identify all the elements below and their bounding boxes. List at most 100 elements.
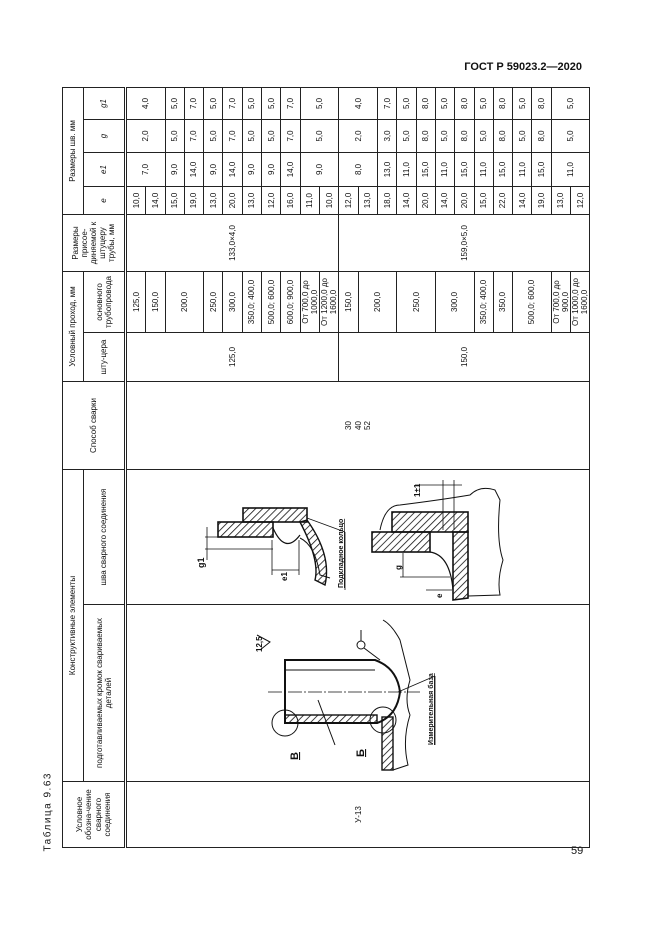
e-cell: 14,0 <box>512 186 532 215</box>
branch-cell: 150,0 <box>338 332 590 382</box>
main-pipe-cell: 250,0 <box>203 271 223 333</box>
main-pipe-cell: От 1200,0 до 1600,0 <box>319 271 339 333</box>
g-cell: 7,0 <box>222 119 243 153</box>
header-designation: Условное обозна-чение сварного соединени… <box>62 781 126 848</box>
e-cell: 10,0 <box>125 186 146 215</box>
weld-joint-table: Условное обозна-чение сварного соединени… <box>62 87 590 848</box>
g-cell: 5,0 <box>165 119 185 153</box>
e-cell: 10,0 <box>319 186 339 215</box>
e-cell: 11,0 <box>300 186 320 215</box>
g-cell: 5,0 <box>261 119 281 153</box>
e-cell: 20,0 <box>416 186 436 215</box>
e-cell: 12,0 <box>570 186 590 215</box>
e1-cell: 9,0 <box>203 152 223 187</box>
g-cell: 2,0 <box>125 119 166 153</box>
g1-cell: 5,0 <box>300 87 339 120</box>
e-cell: 15,0 <box>474 186 494 215</box>
e-cell: 15,0 <box>165 186 185 215</box>
g1-cell: 5,0 <box>396 87 417 120</box>
g-cell: 3,0 <box>377 119 397 153</box>
header-e1: e1 <box>83 152 126 187</box>
e1-cell: 9,0 <box>300 152 339 187</box>
attached-pipe-cell: 133,0×4,0 <box>125 214 339 272</box>
header-e: e <box>83 186 126 215</box>
e-cell: 22,0 <box>493 186 513 215</box>
g-cell: 5,0 <box>551 119 590 153</box>
main-pipe-cell: 200,0 <box>165 271 204 333</box>
main-pipe-cell: 350,0; 400,0 <box>474 271 494 333</box>
main-pipe-cell: 150,0 <box>338 271 359 333</box>
g-cell: 8,0 <box>454 119 474 153</box>
e1-cell: 14,0 <box>184 152 204 187</box>
g-cell: 8,0 <box>531 119 552 153</box>
g1-cell: 7,0 <box>377 87 397 120</box>
e-cell: 12,0 <box>261 186 281 215</box>
g-cell: 5,0 <box>203 119 223 153</box>
main-pipe-cell: 300,0 <box>435 271 474 333</box>
e1-cell: 11,0 <box>551 152 590 187</box>
g1-cell: 5,0 <box>242 87 262 120</box>
g-cell: 5,0 <box>512 119 532 153</box>
page-number: 59 <box>571 845 584 857</box>
e-cell: 13,0 <box>358 186 378 215</box>
g1-cell: 5,0 <box>261 87 281 120</box>
e1-cell: 7,0 <box>125 152 166 187</box>
g1-cell: 5,0 <box>203 87 223 120</box>
main-pipe-cell: От 1000,0 до 1600,0 <box>570 271 590 333</box>
e-cell: 20,0 <box>222 186 243 215</box>
e1-cell: 11,0 <box>512 152 532 187</box>
e1-cell: 9,0 <box>165 152 185 187</box>
e1-cell: 14,0 <box>280 152 301 187</box>
e1-cell: 11,0 <box>474 152 494 187</box>
header-method: Способ сварки <box>62 381 126 470</box>
g-cell: 7,0 <box>280 119 301 153</box>
g1-cell: 5,0 <box>474 87 494 120</box>
header-weld-seam: шва сварного соединения <box>83 469 126 605</box>
method-value: 40 <box>353 421 363 430</box>
designation-cell: У-13 <box>125 781 590 848</box>
main-pipe-cell: 200,0 <box>358 271 397 333</box>
g1-cell: 8,0 <box>416 87 436 120</box>
weld-seam-drawing-cell <box>125 469 590 605</box>
g-cell: 7,0 <box>184 119 204 153</box>
g1-cell: 4,0 <box>338 87 378 120</box>
header-elements: Конструктивные элементы <box>62 469 84 782</box>
e-cell: 14,0 <box>396 186 417 215</box>
header-attached-pipe: Размеры присое-диняемой к штуцеру трубы,… <box>62 214 126 272</box>
main-pipe-cell: 150,0 <box>145 271 166 333</box>
header-main-pipe: основного трубопровода <box>83 271 126 333</box>
e-cell: 13,0 <box>203 186 223 215</box>
header-g1: g1 <box>83 87 126 120</box>
e-cell: 14,0 <box>435 186 455 215</box>
e1-cell: 9,0 <box>242 152 262 187</box>
method-value: 52 <box>362 421 372 430</box>
method-value: 30 <box>344 421 354 430</box>
e-cell: 19,0 <box>531 186 552 215</box>
g1-cell: 4,0 <box>125 87 166 120</box>
main-pipe-cell: 300,0 <box>222 271 243 333</box>
e-cell: 14,0 <box>145 186 166 215</box>
main-pipe-cell: 350,0; 400,0 <box>242 271 262 333</box>
g1-cell: 8,0 <box>493 87 513 120</box>
e-cell: 18,0 <box>377 186 397 215</box>
main-pipe-cell: 500,0; 600,0 <box>512 271 552 333</box>
header-branch: шту-цера <box>83 332 126 382</box>
main-pipe-cell: От 700,0 до 900,0 <box>551 271 571 333</box>
g1-cell: 5,0 <box>435 87 455 120</box>
g-cell: 5,0 <box>474 119 494 153</box>
e1-cell: 15,0 <box>416 152 436 187</box>
g1-cell: 5,0 <box>512 87 532 120</box>
main-pipe-cell: 350,0 <box>493 271 513 333</box>
e1-cell: 13,0 <box>377 152 397 187</box>
document-code: ГОСТ Р 59023.2—2020 <box>464 61 582 73</box>
e-cell: 13,0 <box>242 186 262 215</box>
main-pipe-cell: 600,0; 900,0 <box>280 271 301 333</box>
main-pipe-cell: 250,0 <box>396 271 436 333</box>
e1-cell: 8,0 <box>338 152 378 187</box>
e-cell: 16,0 <box>280 186 301 215</box>
e1-cell: 15,0 <box>454 152 474 187</box>
e1-cell: 15,0 <box>531 152 552 187</box>
e1-cell: 9,0 <box>261 152 281 187</box>
